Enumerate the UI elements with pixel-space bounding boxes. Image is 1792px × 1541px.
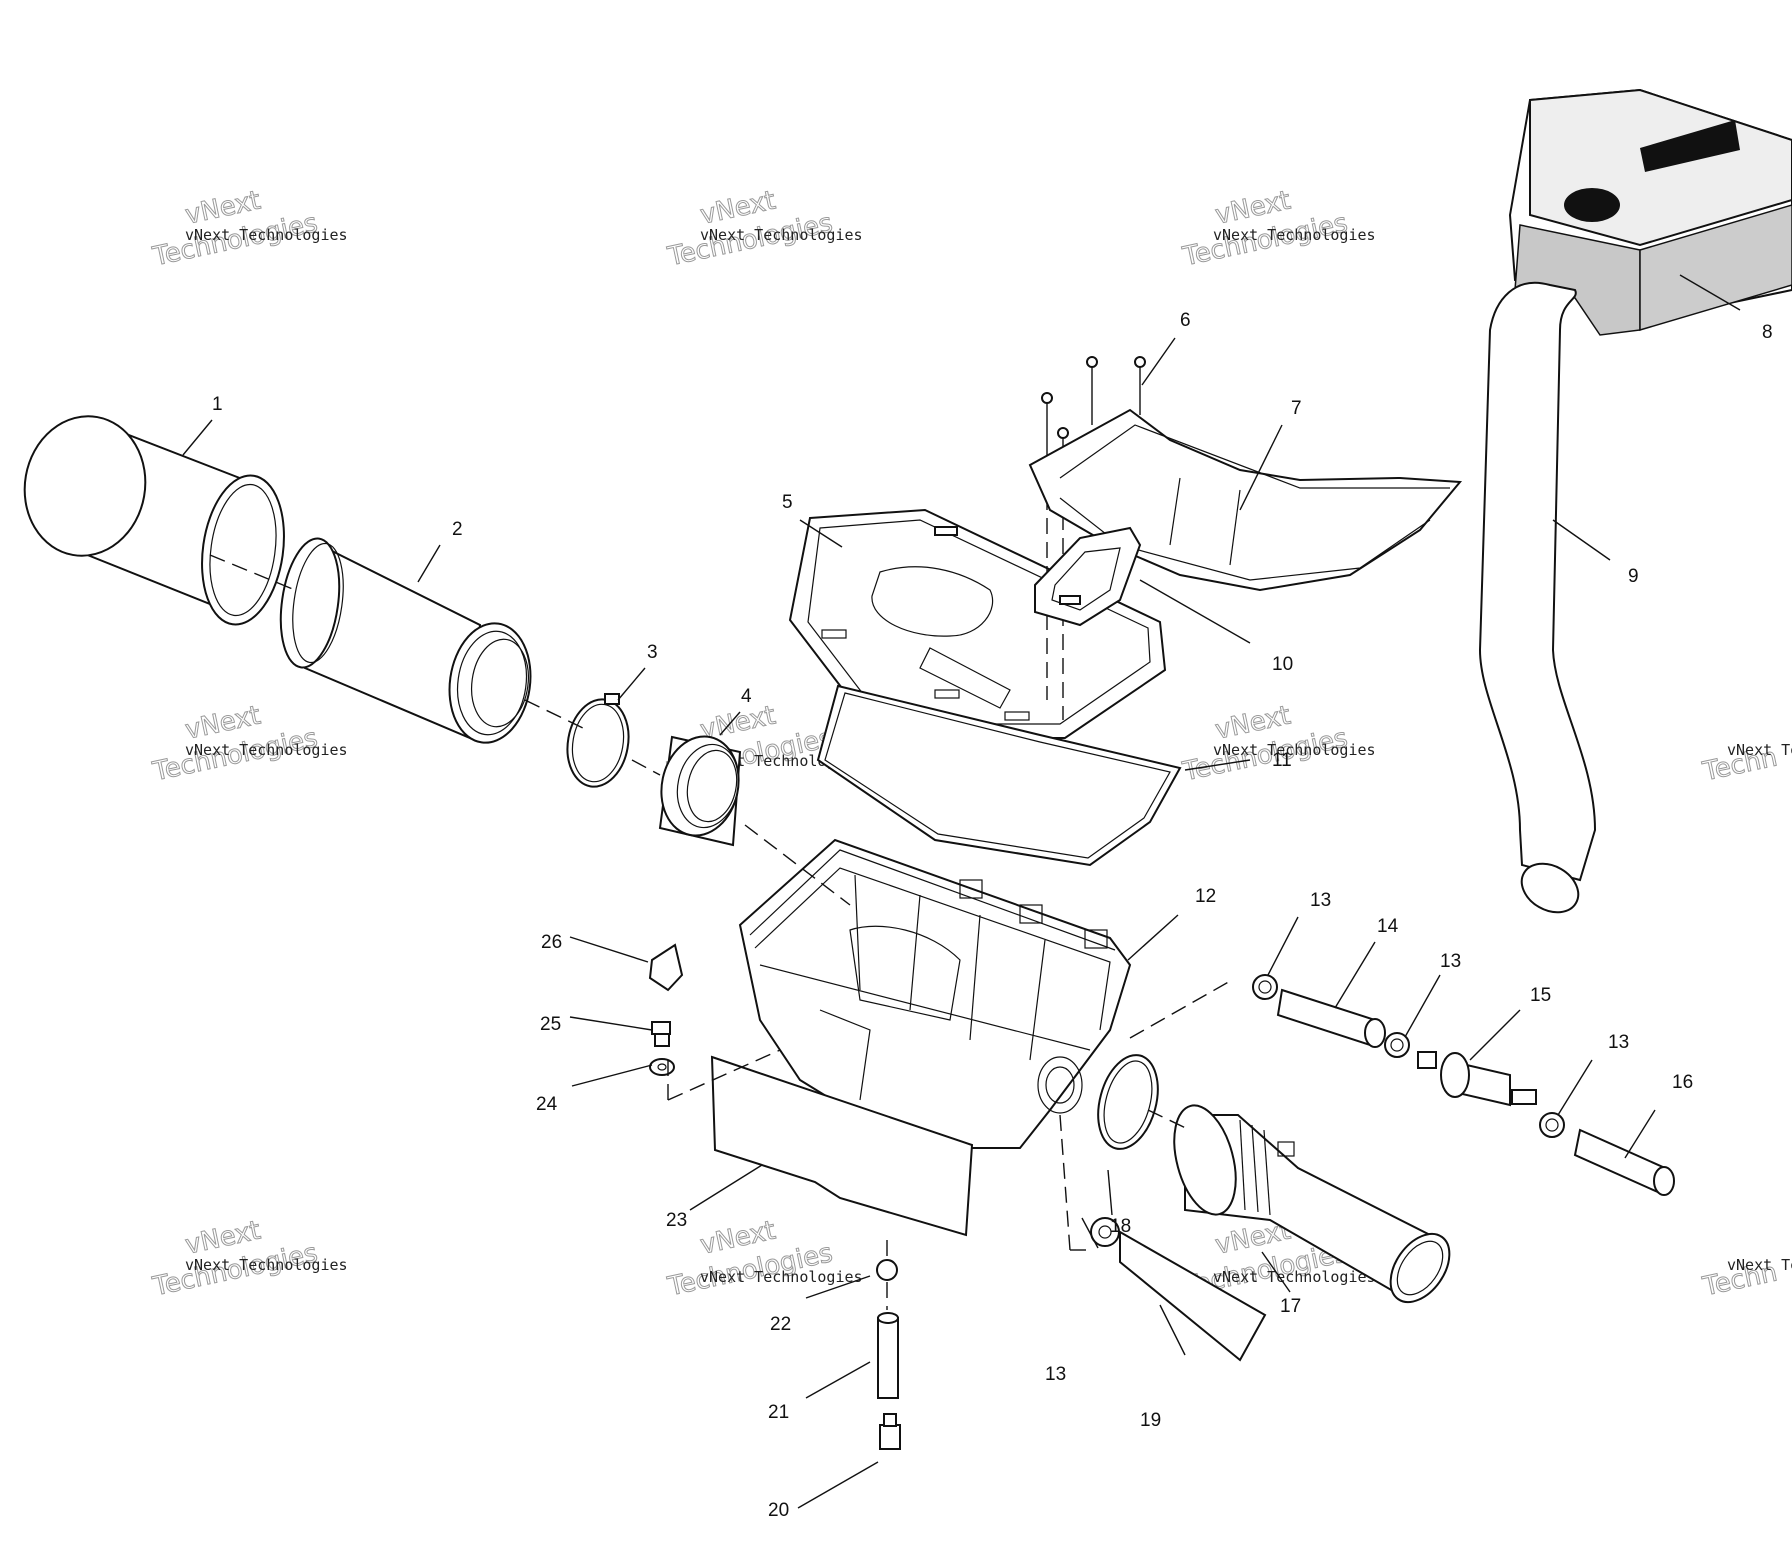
callout-26: 26 xyxy=(541,932,562,953)
callout-22: 22 xyxy=(770,1314,791,1335)
part-14-hose xyxy=(1276,988,1386,1048)
watermark-text: vNext Technologies xyxy=(700,226,863,244)
part-13-clamp xyxy=(1252,974,1278,1000)
callout-10: 10 xyxy=(1272,654,1293,675)
screw xyxy=(1041,392,1053,458)
callout-19: 19 xyxy=(1140,1410,1161,1431)
part-26-clip xyxy=(648,943,684,992)
part-4-adapter xyxy=(658,735,742,847)
watermark-text: vNext Technologies xyxy=(1213,1268,1376,1286)
part-20-plug xyxy=(879,1413,901,1450)
part-16-hose xyxy=(1573,1128,1675,1196)
callout-4: 4 xyxy=(741,686,752,707)
part-23-panel xyxy=(710,1055,974,1237)
part-6-screws xyxy=(1041,356,1146,720)
watermark: vNext Technologies xyxy=(149,185,321,273)
screw xyxy=(1086,356,1098,425)
callout-labels: 1 2 3 4 5 6 7 8 9 10 11 12 13 13 13 13 1… xyxy=(212,310,1773,1521)
part-15-check-valve xyxy=(1417,1051,1537,1107)
callout-13: 13 xyxy=(1440,951,1461,972)
watermark-text: vNext Technologies xyxy=(185,226,348,244)
part-22-clamp xyxy=(876,1259,898,1281)
callout-11: 11 xyxy=(1272,750,1292,771)
callout-12: 12 xyxy=(1195,886,1216,907)
callout-17: 17 xyxy=(1280,1296,1301,1317)
callout-13: 13 xyxy=(1310,890,1331,911)
watermark: vNext Technologies xyxy=(664,185,836,273)
watermark-text: vNext Technologies xyxy=(1213,226,1376,244)
callout-8: 8 xyxy=(1762,322,1773,343)
part-1-prefilter xyxy=(23,415,285,626)
callout-3: 3 xyxy=(647,642,658,663)
part-5-cover xyxy=(788,508,1167,739)
callout-16: 16 xyxy=(1672,1072,1693,1093)
watermark: vNext Technologies xyxy=(149,1215,321,1303)
part-2-air-filter xyxy=(279,537,532,744)
callout-21: 21 xyxy=(768,1402,789,1423)
screw xyxy=(1134,356,1146,415)
part-10-gasket xyxy=(1034,526,1142,627)
watermark-text: vNext Technologies xyxy=(185,1256,348,1274)
watermark-text: vNext Technologies xyxy=(185,741,348,759)
part-25-bolt xyxy=(651,1021,671,1047)
callout-14: 14 xyxy=(1377,916,1399,937)
callout-24: 24 xyxy=(536,1094,558,1115)
callout-1: 1 xyxy=(212,394,223,415)
callout-9: 9 xyxy=(1628,566,1639,587)
part-12-airbox xyxy=(738,838,1132,1149)
part-21-drain-tube xyxy=(877,1312,899,1399)
watermark: vNext Technologies xyxy=(1179,700,1351,788)
callout-7: 7 xyxy=(1291,398,1302,419)
callout-23: 23 xyxy=(666,1210,687,1231)
callout-2: 2 xyxy=(452,519,463,540)
watermark-text: vNext Te xyxy=(1727,1256,1792,1274)
part-13-clamp xyxy=(1384,1032,1410,1058)
part-3-clamp xyxy=(566,693,630,788)
callout-13: 13 xyxy=(1608,1032,1629,1053)
watermark-text: vNext Te xyxy=(1727,741,1792,759)
callout-6: 6 xyxy=(1180,310,1191,331)
callout-25: 25 xyxy=(540,1014,561,1035)
callout-5: 5 xyxy=(782,492,793,513)
part-8-seat-base xyxy=(1508,88,1792,336)
part-9-air-tube xyxy=(1478,281,1597,914)
part-13-clamp xyxy=(1539,1112,1565,1138)
watermark-text: vNext Technologies xyxy=(1213,741,1376,759)
callout-13: 13 xyxy=(1045,1364,1066,1385)
watermark: vNext Technologies xyxy=(149,700,321,788)
watermark-text: vNext Technologies xyxy=(700,1268,863,1286)
leader-lines xyxy=(182,274,1741,1509)
watermark: vNext Technologies xyxy=(1179,185,1351,273)
part-19-drain-hose xyxy=(1119,1230,1267,1362)
assembly-lines xyxy=(209,554,1233,1310)
callout-15: 15 xyxy=(1530,985,1551,1006)
callout-20: 20 xyxy=(768,1500,789,1521)
callout-18: 18 xyxy=(1110,1216,1131,1237)
part-11-seal xyxy=(816,684,1182,867)
part-24-washer xyxy=(649,1058,675,1076)
part-17-boot xyxy=(1173,1104,1451,1304)
part-18-oring xyxy=(1097,1054,1159,1150)
